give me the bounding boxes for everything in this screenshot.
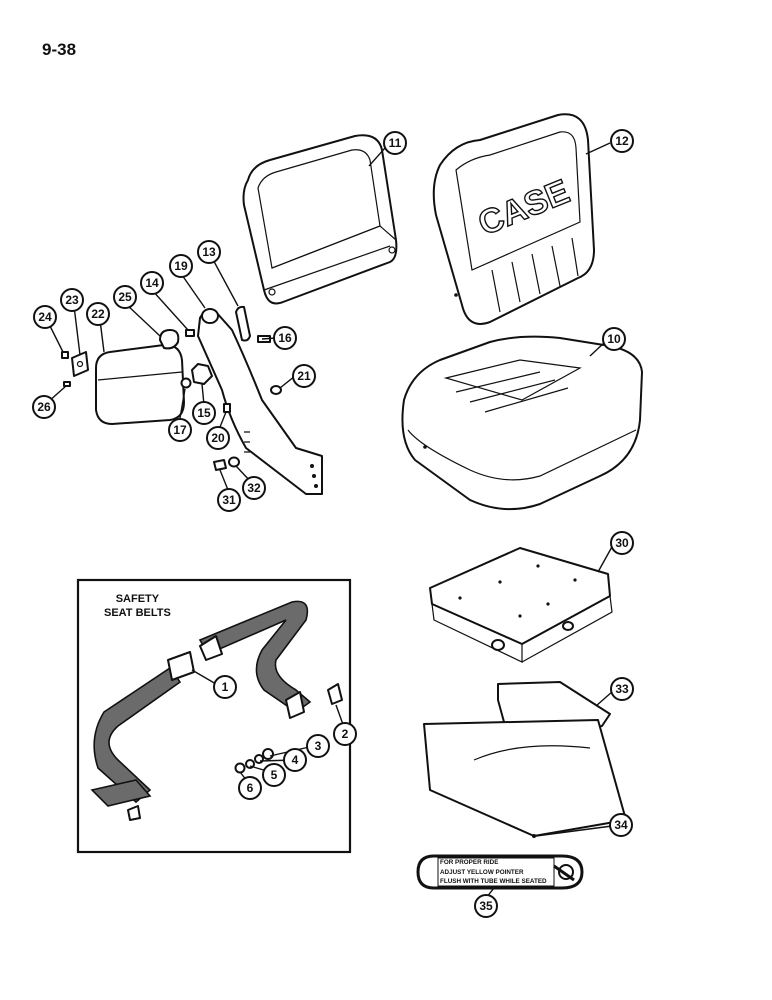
seat-cushion-part	[401, 335, 643, 511]
callout-22: 22	[86, 302, 110, 326]
callout-15: 15	[192, 401, 216, 425]
callout-26: 26	[32, 395, 56, 419]
svg-text:5: 5	[271, 768, 278, 782]
svg-text:15: 15	[197, 406, 211, 420]
callout-12: 12	[610, 129, 634, 153]
svg-text:14: 14	[145, 276, 159, 290]
callout-32: 32	[242, 476, 266, 500]
svg-text:10: 10	[607, 332, 621, 346]
svg-text:30: 30	[615, 536, 629, 550]
callout-31: 31	[217, 488, 241, 512]
svg-text:1: 1	[222, 680, 229, 694]
callout-20: 20	[206, 426, 230, 450]
callout-21: 21	[292, 364, 316, 388]
callout-3: 3	[306, 734, 330, 758]
svg-text:6: 6	[247, 781, 254, 795]
callout-6: 6	[238, 776, 262, 800]
svg-text:35: 35	[479, 899, 493, 913]
svg-text:17: 17	[173, 423, 187, 437]
callout-5: 5	[262, 763, 286, 787]
backrest-cushion-part: CASE	[432, 113, 595, 325]
backrest-frame-part	[242, 134, 398, 305]
decal-part	[416, 854, 584, 890]
callout-14: 14	[140, 271, 164, 295]
callout-19: 19	[169, 254, 193, 278]
callout-35: 35	[474, 894, 498, 918]
callout-4: 4	[283, 748, 307, 772]
svg-text:19: 19	[174, 259, 188, 273]
page-number: 9-38	[42, 40, 77, 59]
callout-13: 13	[197, 240, 221, 264]
decal-line3: FLUSH WITH TUBE WHILE SEATED	[440, 878, 547, 885]
suspension-cover-part	[423, 681, 627, 838]
inset-title-line1: SAFETY	[115, 593, 160, 605]
svg-text:4: 4	[292, 753, 299, 767]
callout-1: 1	[213, 675, 237, 699]
callout-30: 30	[610, 531, 634, 555]
armrest-assembly	[61, 305, 323, 495]
seat-belt-inset-frame	[76, 578, 352, 854]
svg-text:13: 13	[202, 245, 216, 259]
svg-text:3: 3	[315, 739, 322, 753]
leader-lines	[46, 142, 614, 899]
svg-text:12: 12	[615, 134, 629, 148]
decal-line1: FOR PROPER RIDE	[440, 859, 499, 866]
svg-text:23: 23	[65, 293, 79, 307]
svg-text:33: 33	[615, 682, 629, 696]
svg-text:31: 31	[222, 493, 236, 507]
callout-10: 10	[602, 327, 626, 351]
svg-text:21: 21	[297, 369, 311, 383]
svg-text:16: 16	[278, 331, 292, 345]
callout-33: 33	[610, 677, 634, 701]
decal-line2: ADJUST YELLOW POINTER	[440, 868, 524, 876]
callout-25: 25	[113, 285, 137, 309]
callout-16: 16	[273, 326, 297, 350]
decal-text: FOR PROPER RIDE ADJUST YELLOW POINTER FL…	[440, 858, 550, 887]
svg-text:20: 20	[211, 431, 225, 445]
callout-23: 23	[60, 288, 84, 312]
svg-text:26: 26	[37, 400, 51, 414]
seat-slide-plate-part	[429, 547, 613, 663]
svg-text:34: 34	[614, 818, 628, 832]
svg-text:2: 2	[342, 727, 349, 741]
callout-34: 34	[609, 813, 633, 837]
svg-text:25: 25	[118, 290, 132, 304]
svg-text:32: 32	[247, 481, 261, 495]
svg-text:24: 24	[38, 310, 52, 324]
svg-text:11: 11	[389, 136, 402, 150]
seat-belt-part	[90, 600, 343, 821]
seat-belt-inset-title: SAFETY SEAT BELTS	[104, 592, 171, 620]
callout-11: 11	[383, 131, 407, 155]
callout-2: 2	[333, 722, 357, 746]
callout-24: 24	[33, 305, 57, 329]
callout-17: 17	[168, 418, 192, 442]
inset-title-line2: SEAT BELTS	[104, 607, 171, 619]
svg-text:22: 22	[91, 307, 105, 321]
